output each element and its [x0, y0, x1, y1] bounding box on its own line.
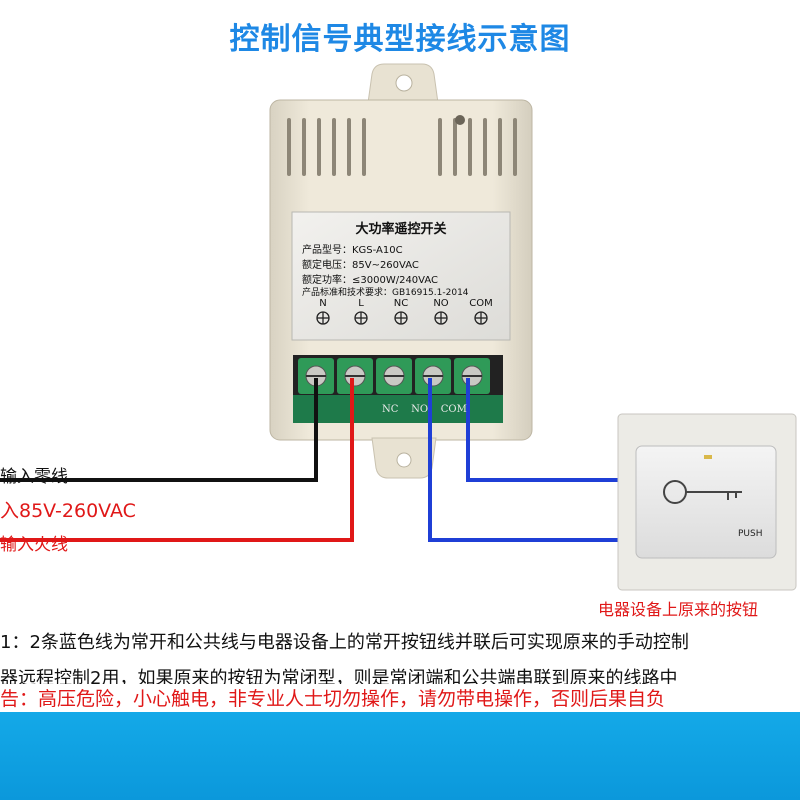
- wire-com-blue: [466, 378, 622, 482]
- plate-model: 产品型号：KGS-A10C: [302, 245, 403, 256]
- wire-no-blue: [428, 378, 622, 542]
- screw-icon: [434, 311, 448, 325]
- terminal-screws: [298, 358, 490, 394]
- terminal-block-text: NC NO COM: [382, 404, 467, 415]
- key-icon: [663, 480, 742, 504]
- screw-icon: [316, 311, 330, 325]
- terminal-label-no: NO: [433, 298, 449, 309]
- vent-slots: [287, 118, 517, 176]
- terminal-label-n: N: [319, 298, 327, 309]
- wire-live-red: [0, 378, 354, 542]
- plate-screw-icons: [316, 311, 488, 325]
- push-label: PUSH: [738, 529, 763, 539]
- screw-icon: [354, 311, 368, 325]
- label-neutral-wire: 输入零线: [0, 467, 68, 487]
- note-line-2: 器远程控制2用，如果原来的按钮为常闭型，则是常闭端和公共端串联到原来的线路中: [0, 668, 678, 689]
- wire-neutral-black: [0, 378, 318, 482]
- status-led: [455, 115, 465, 125]
- bottom-band: [0, 712, 800, 800]
- mount-hole-bottom: [396, 452, 412, 468]
- warning-line-visible: 告：高压危险，小心触电，非专业人士切勿操作，请勿带电操作，否则后果自负: [0, 684, 800, 710]
- label-live-wire: 输入火线: [0, 535, 68, 555]
- terminal-label-nc: NC: [393, 298, 409, 309]
- push-button-led: [704, 455, 712, 459]
- label-voltage-range: 入85V-260VAC: [0, 500, 136, 522]
- mount-hole-top: [395, 74, 413, 92]
- terminal-label-com: COM: [469, 298, 493, 309]
- plate-power: 额定功率：≤3000W/240VAC: [302, 275, 439, 286]
- push-caption: 电器设备上原来的按钮: [598, 600, 759, 619]
- push-button: [635, 445, 777, 559]
- terminal-label-l: L: [358, 298, 364, 309]
- screw-icon: [474, 311, 488, 325]
- plate-voltage: 额定电压：85V~260VAC: [302, 260, 419, 271]
- screw-icon: [394, 311, 408, 325]
- plate-heading: 大功率遥控开关: [355, 222, 447, 237]
- note-line-1: 1：2条蓝色线为常开和公共线与电器设备上的常开按钮线并联后可实现原来的手动控制: [0, 632, 689, 653]
- diagram-title: 控制信号典型接线示意图: [229, 22, 571, 57]
- plate-standard: 产品标准和技术要求：GB16915.1-2014: [302, 288, 469, 298]
